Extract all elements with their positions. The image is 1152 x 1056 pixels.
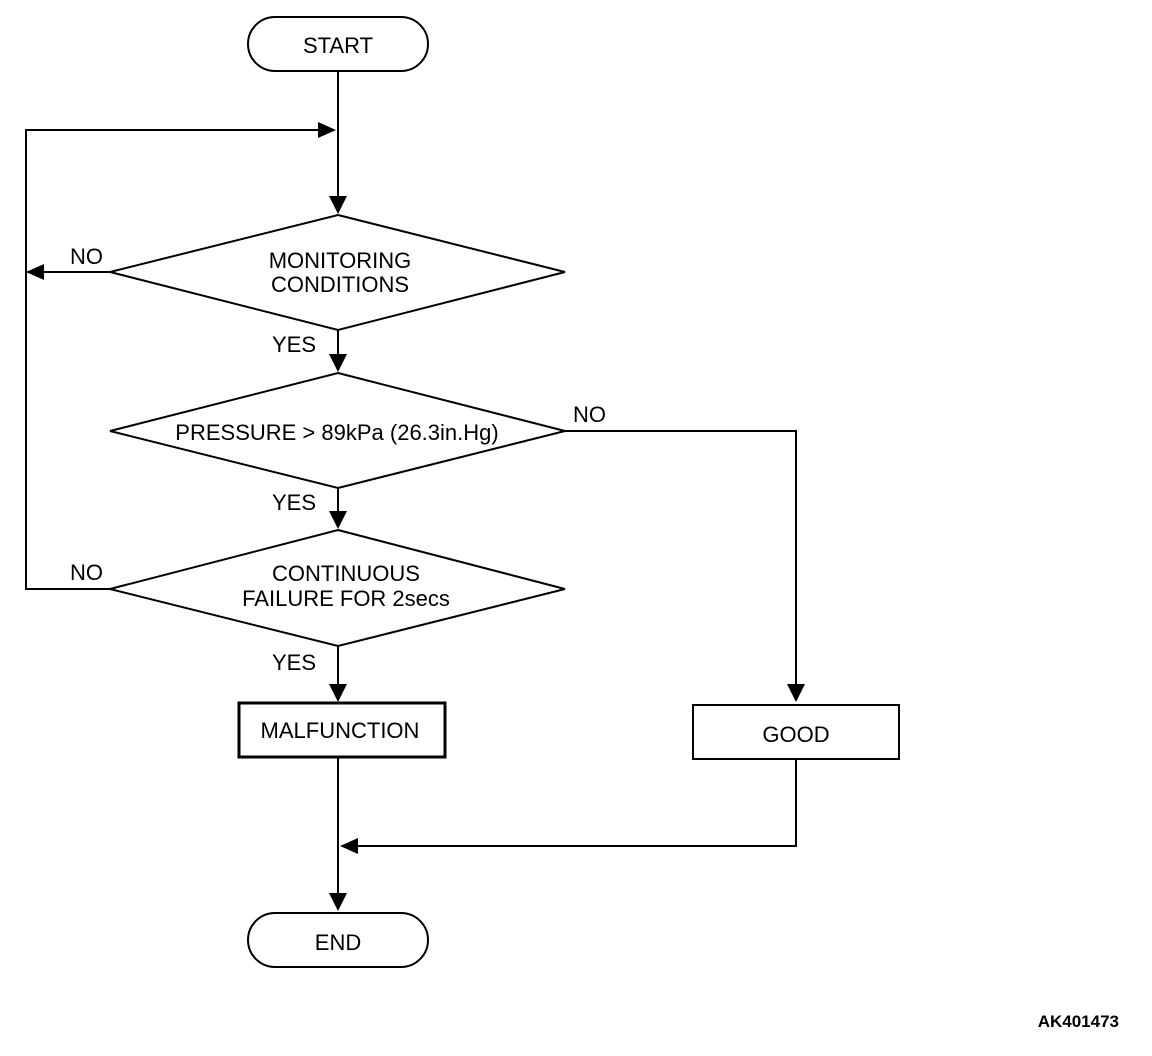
edge-monitoring-no-loop [25, 129, 318, 273]
monitoring-yes-label: YES [272, 332, 316, 357]
connectors [25, 71, 797, 894]
arrowhead-down-malfunction [329, 684, 347, 702]
end-label: END [315, 930, 361, 955]
arrowhead-down-continuous [329, 511, 347, 529]
arrowhead-down-good [787, 684, 805, 702]
continuous-yes-label: YES [272, 650, 316, 675]
figure-code: AK401473 [1038, 1012, 1119, 1031]
arrowhead-down-monitoring [329, 196, 347, 214]
pressure-label: PRESSURE > 89kPa (26.3in.Hg) [175, 420, 498, 445]
arrowhead-left-monitoring-no [26, 264, 44, 280]
monitoring-label-line2: CONDITIONS [271, 272, 409, 297]
monitoring-label-line1: MONITORING [269, 248, 412, 273]
arrowhead-down-pressure [329, 354, 347, 372]
continuous-failure-decision [109, 528, 566, 648]
malfunction-box [237, 701, 447, 759]
continuous-label-line2: FAILURE FOR 2secs [242, 586, 450, 611]
monitoring-no-label: NO [70, 244, 103, 269]
monitoring-conditions-decision [109, 213, 566, 332]
start-label: START [303, 33, 373, 58]
start-terminal [247, 16, 429, 72]
pressure-decision [109, 371, 566, 490]
end-terminal [247, 912, 429, 968]
malfunction-label: MALFUNCTION [261, 718, 420, 743]
continuous-label-line1: CONTINUOUS [272, 561, 420, 586]
arrowheads [26, 122, 805, 911]
good-label: GOOD [762, 722, 829, 747]
edge-continuous-no-loop [25, 272, 110, 590]
arrowhead-right-loop [318, 122, 336, 138]
edge-good-to-end [358, 760, 797, 847]
arrowhead-left-merge [340, 838, 358, 854]
good-box [692, 704, 900, 760]
pressure-no-label: NO [573, 402, 606, 427]
edge-pressure-no [565, 430, 797, 686]
arrowhead-down-end [329, 893, 347, 911]
continuous-no-label: NO [70, 560, 103, 585]
pressure-yes-label: YES [272, 490, 316, 515]
